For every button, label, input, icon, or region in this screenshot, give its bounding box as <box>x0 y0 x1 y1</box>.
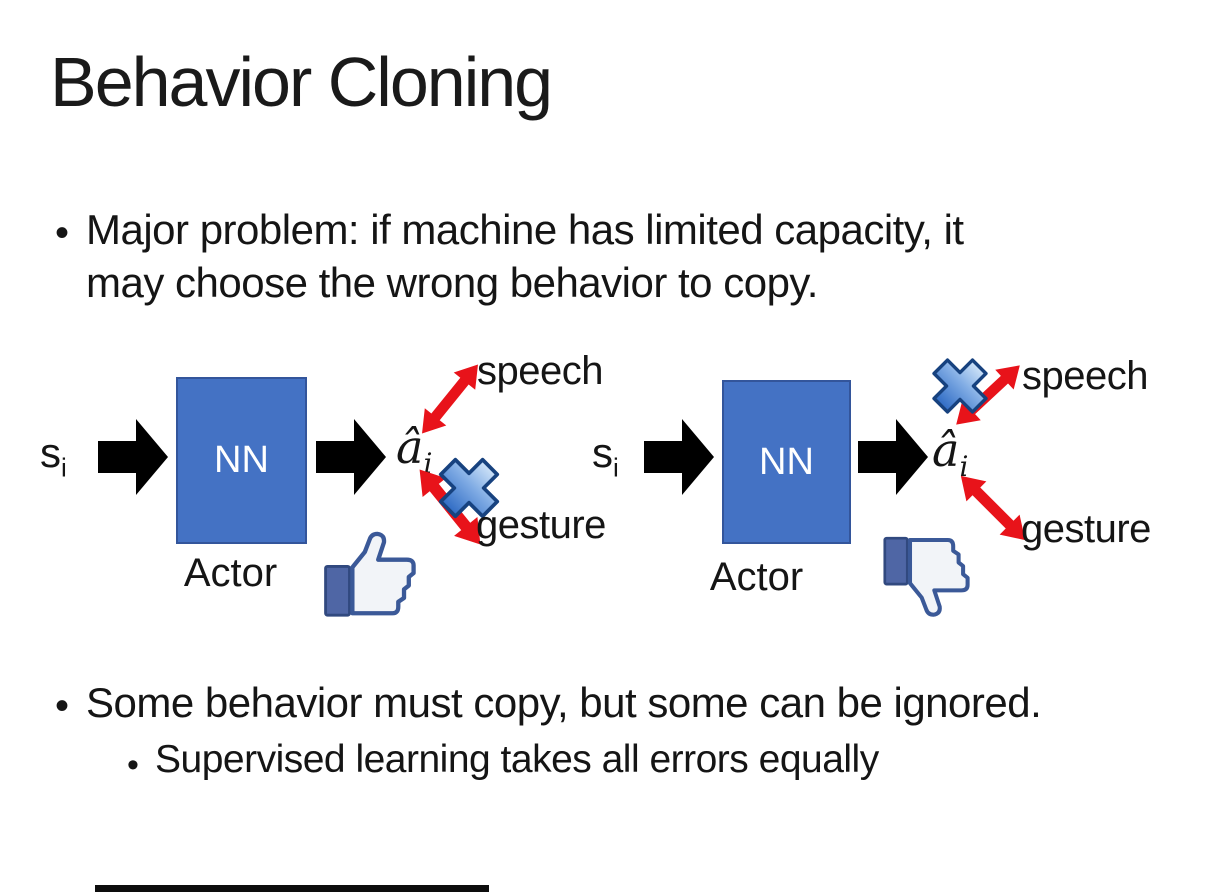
thumbs-down-icon <box>883 532 973 620</box>
left-nn-box: NN <box>176 377 307 544</box>
bullet1-line1: Major problem: if machine has limited ca… <box>86 206 964 253</box>
left-speech-double-arrow-icon <box>406 351 493 446</box>
right-actor-caption: Actor <box>709 555 804 599</box>
bullet1-line2: may choose the wrong behavior to copy. <box>86 259 818 306</box>
right-input-s: s <box>592 429 613 476</box>
right-speech-label: speech <box>1022 354 1148 398</box>
sub-bullet-marker: • <box>127 746 139 784</box>
right-input-arrow-icon <box>644 417 714 497</box>
bullet2-marker: • <box>55 684 70 728</box>
left-speech-label: speech <box>477 349 603 393</box>
right-nn-label: NN <box>759 440 814 483</box>
left-output-action-label: âi <box>396 420 432 478</box>
right-output-arrow-icon <box>858 417 928 497</box>
right-input-sub: i <box>613 452 619 483</box>
slide-title: Behavior Cloning <box>50 43 553 121</box>
left-cross-out-icon <box>432 451 506 525</box>
right-gesture-label: gesture <box>1021 507 1151 551</box>
right-output-ahat: â <box>932 423 960 477</box>
left-input-sub: i <box>61 452 67 483</box>
left-input-state-label: si <box>40 429 67 480</box>
bullet2-text: Some behavior must copy, but some can be… <box>86 679 1042 726</box>
right-gesture-double-arrow-icon <box>946 461 1039 554</box>
sub-bullet-text: Supervised learning takes all errors equ… <box>155 738 879 781</box>
left-gesture-label: gesture <box>476 503 606 547</box>
right-nn-box: NN <box>722 380 851 544</box>
left-output-ahat: â <box>396 420 424 474</box>
right-cross-out-icon <box>926 352 994 420</box>
right-output-action-label: âi <box>932 423 968 481</box>
left-output-sub: i <box>423 447 433 481</box>
thumbs-up-icon <box>323 531 420 619</box>
left-input-s: s <box>40 429 61 476</box>
bullet1-marker: • <box>55 211 70 255</box>
right-input-state-label: si <box>592 429 619 480</box>
left-actor-caption: Actor <box>183 551 278 595</box>
clipped-bottom-strip <box>95 885 489 892</box>
right-output-sub: i <box>959 450 969 484</box>
left-input-arrow-icon <box>98 417 168 497</box>
left-nn-label: NN <box>214 439 269 481</box>
left-output-arrow-icon <box>316 417 386 497</box>
